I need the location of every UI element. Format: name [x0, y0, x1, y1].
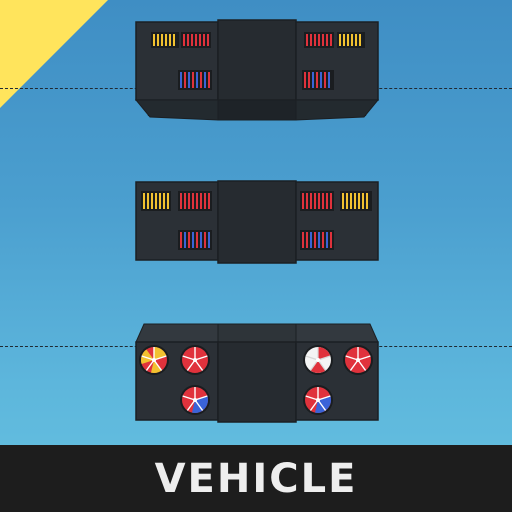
strip-light-yellow [337, 32, 365, 48]
beacon-red-blue [180, 385, 210, 415]
corner-ribbon [0, 0, 108, 108]
beacon-red-blue [303, 385, 333, 415]
light-module-beacons [135, 323, 379, 423]
strip-light-red-blue [302, 70, 334, 90]
beacon-red-yellow [139, 345, 169, 375]
beacon-red [180, 345, 210, 375]
beacon-white-red [303, 345, 333, 375]
beacon-red [343, 345, 373, 375]
strip-light-red [300, 191, 334, 211]
strip-light-red [304, 32, 334, 48]
strip-light-red-blue [178, 230, 212, 250]
light-module-flat [135, 180, 379, 264]
category-label: VEHICLE [154, 455, 358, 502]
strip-light-yellow [141, 191, 171, 211]
strip-light-red [181, 32, 211, 48]
strip-light-red-blue [300, 230, 334, 250]
light-module-angled [134, 19, 380, 121]
strip-light-red [178, 191, 212, 211]
category-label-bar: VEHICLE [0, 445, 512, 512]
strip-light-yellow [340, 191, 372, 211]
strip-light-yellow [151, 32, 179, 48]
strip-light-blue-red [178, 70, 212, 90]
